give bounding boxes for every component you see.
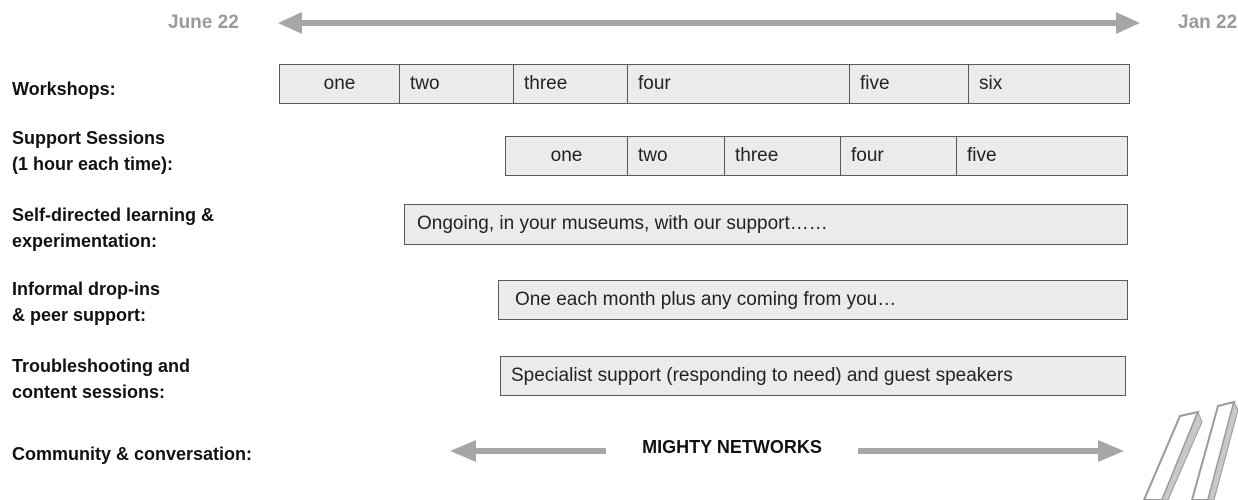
self-directed-bar: Ongoing, in your museums, with our suppo… [404,204,1128,245]
support-cell: three [725,137,841,175]
support-sessions-label-line2: (1 hour each time): [12,154,174,174]
support-cell: five [967,145,997,166]
timeline-arrow [278,12,1140,34]
troubleshooting-label-line1: Troubleshooting and [12,356,190,376]
support-cell: two [628,137,725,175]
support-sessions-bar: one two three four five [505,136,1128,176]
support-sessions-label-line1: Support Sessions [12,128,166,148]
dropins-label-line1: Informal drop-ins [12,279,160,299]
support-cell: four [841,137,957,175]
workshop-cell: four [628,65,850,103]
workshop-cell: one [280,65,400,103]
mighty-networks-label: MIGHTY NETWORKS [642,437,822,457]
troubleshooting-label-line2: content sessions: [12,382,166,402]
workshop-cell: three [514,65,628,103]
timeline-start-label: June 22 [168,12,239,33]
dropins-text: One each month plus any coming from you… [515,289,897,310]
dropins-label: Informal drop-ins & peer support: [12,276,160,328]
self-directed-label: Self-directed learning & experimentation… [12,202,214,254]
workshop-cell: two [400,65,514,103]
workshops-bar: one two three four five six [279,64,1130,104]
community-arrow-left [450,440,606,462]
community-arrow-right [858,440,1124,462]
dropins-bar: One each month plus any coming from you… [498,280,1128,320]
community-label: Community & conversation: [12,444,253,464]
self-directed-label-line1: Self-directed learning & [12,205,215,225]
support-sessions-label: Support Sessions (1 hour each time): [12,125,173,177]
dropins-label-line2: & peer support: [12,305,147,325]
workshop-cell: five [850,65,969,103]
troubleshooting-label: Troubleshooting and content sessions: [12,353,190,405]
timeline-end-label: Jan 22 [1178,12,1238,33]
self-directed-text: Ongoing, in your museums, with our suppo… [417,213,828,234]
workshops-label: Workshops: [12,79,116,99]
workshop-cell: six [979,73,1003,94]
self-directed-label-line2: experimentation: [12,231,158,251]
slash-logo-icon [1142,400,1238,500]
troubleshooting-text: Specialist support (responding to need) … [511,365,1013,386]
support-cell: one [506,137,628,175]
troubleshooting-bar: Specialist support (responding to need) … [500,356,1126,396]
